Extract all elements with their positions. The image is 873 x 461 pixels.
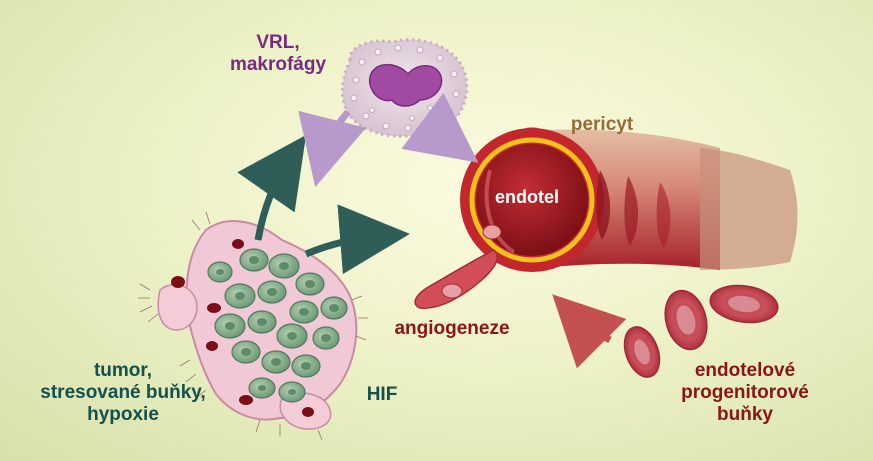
progenitor-cells bbox=[623, 284, 779, 378]
tumor-label-line2: stresované buňky, bbox=[40, 382, 206, 403]
progenitor-label-line3: buňky bbox=[717, 404, 773, 425]
arrow-progenitor-to-vessel bbox=[552, 294, 627, 369]
endothelium-label: endotel bbox=[482, 186, 572, 208]
tumor-label: tumor, stresované buňky, hypoxie bbox=[34, 360, 212, 426]
hif-label: HIF bbox=[360, 384, 404, 406]
arrow-macrophage-to-tumor bbox=[298, 109, 367, 188]
macrophage-label-line1: VRL, bbox=[256, 32, 300, 53]
angiogenesis-label-text: angiogeneze bbox=[394, 318, 510, 339]
endothelium-label-text: endotel bbox=[494, 187, 559, 207]
pericyte-label: pericyt bbox=[562, 114, 642, 136]
tumor-mass bbox=[138, 211, 368, 441]
blood-vessel bbox=[460, 127, 798, 272]
progenitor-label-line2: progenitorové bbox=[681, 382, 809, 403]
tumor-label-line3: hypoxie bbox=[87, 404, 159, 425]
sprouting-endothelial-cell bbox=[414, 249, 498, 309]
macrophage-label: VRL, makrofágy bbox=[222, 32, 334, 76]
arrow-tumor-to-macrophage bbox=[237, 135, 307, 241]
tumor-label-line1: tumor, bbox=[93, 360, 153, 381]
hif-label-text: HIF bbox=[366, 384, 398, 405]
macrophage-label-line2: makrofágy bbox=[229, 54, 327, 75]
arrow-macrophage-to-vessel bbox=[401, 92, 479, 163]
progenitor-label: endotelové progenitorové buňky bbox=[670, 360, 820, 426]
arrow-tumor-to-vessel bbox=[304, 204, 410, 275]
pericyte-label-text: pericyt bbox=[570, 114, 634, 135]
macrophage-cell bbox=[341, 38, 469, 138]
angiogenesis-label: angiogeneze bbox=[384, 318, 520, 340]
progenitor-label-line1: endotelové bbox=[694, 360, 796, 381]
